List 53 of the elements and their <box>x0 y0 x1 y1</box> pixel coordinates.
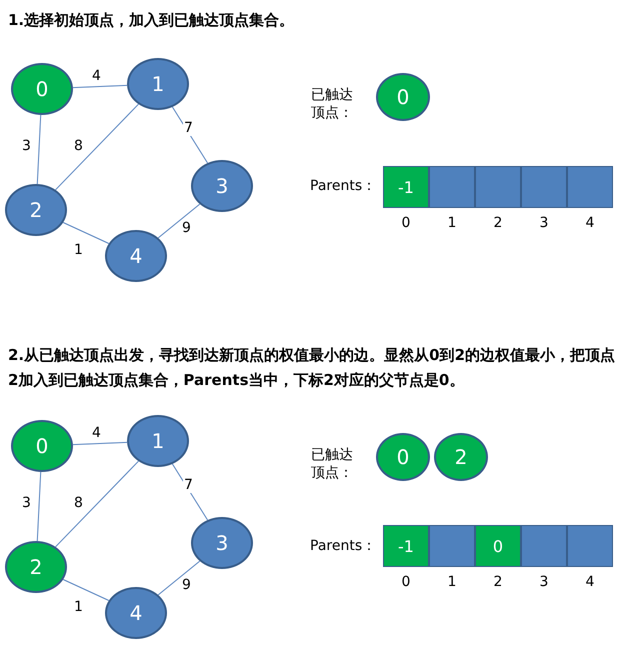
visited-vertex-circle: 0 <box>376 73 430 121</box>
graph-edge <box>36 471 42 542</box>
graph-edge <box>36 114 42 185</box>
array-cell: -1 <box>383 525 429 567</box>
graph-edge <box>72 84 128 88</box>
graph-edge <box>62 579 110 601</box>
graph-edge <box>72 442 128 446</box>
graph-edge <box>158 204 200 238</box>
vertex-circle: 3 <box>191 160 253 212</box>
vertex-circle: 2 <box>5 184 67 236</box>
graph-edge <box>172 464 208 520</box>
set-label: 已触达顶点： <box>311 86 354 122</box>
index-number: 2 <box>494 214 502 232</box>
edge-weight: 7 <box>183 477 194 493</box>
array-cell <box>521 525 567 567</box>
step-heading: 1.选择初始顶点，加入到已触达顶点集合。 <box>8 10 296 31</box>
array-label: Parents： <box>310 177 376 195</box>
array-cell: 0 <box>475 525 521 567</box>
array-cell <box>567 166 613 208</box>
vertex-circle: 4 <box>105 587 167 639</box>
graph-edge <box>62 222 110 244</box>
array-cell <box>567 525 613 567</box>
array-cell <box>475 166 521 208</box>
vertex-circle: 0 <box>11 63 73 115</box>
graph-edge <box>55 104 139 190</box>
array-cell <box>429 525 475 567</box>
array-cell: -1 <box>383 166 429 208</box>
graph-edge <box>158 560 200 596</box>
edge-weight: 7 <box>183 120 194 136</box>
index-number: 0 <box>402 573 410 591</box>
visited-vertex-circle: 2 <box>434 433 488 481</box>
array-cell <box>429 166 475 208</box>
set-label: 已触达顶点： <box>311 446 354 482</box>
index-number: 1 <box>448 214 456 232</box>
index-number: 4 <box>586 573 594 591</box>
vertex-circle: 2 <box>5 541 67 593</box>
index-number: 3 <box>540 214 548 232</box>
index-number: 1 <box>448 573 456 591</box>
index-number: 0 <box>402 214 410 232</box>
vertex-circle: 0 <box>11 420 73 472</box>
array-label: Parents： <box>310 537 376 555</box>
vertex-circle: 1 <box>127 58 189 110</box>
graph-edge <box>55 460 139 548</box>
visited-vertex-circle: 0 <box>376 433 430 481</box>
index-number: 2 <box>494 573 502 591</box>
vertex-circle: 3 <box>191 517 253 569</box>
vertex-circle: 4 <box>105 230 167 282</box>
vertex-circle: 1 <box>127 415 189 467</box>
step-heading: 2.从已触达顶点出发，寻找到达新顶点的权值最小的边。显然从0到2的边权值最小，把顶点2加入到已触达顶点集合，Parents当中，下标2对应的父节点是0。 <box>8 345 616 391</box>
graph-edge <box>172 106 208 164</box>
index-number: 3 <box>540 573 548 591</box>
array-cell <box>521 166 567 208</box>
index-number: 4 <box>586 214 594 232</box>
